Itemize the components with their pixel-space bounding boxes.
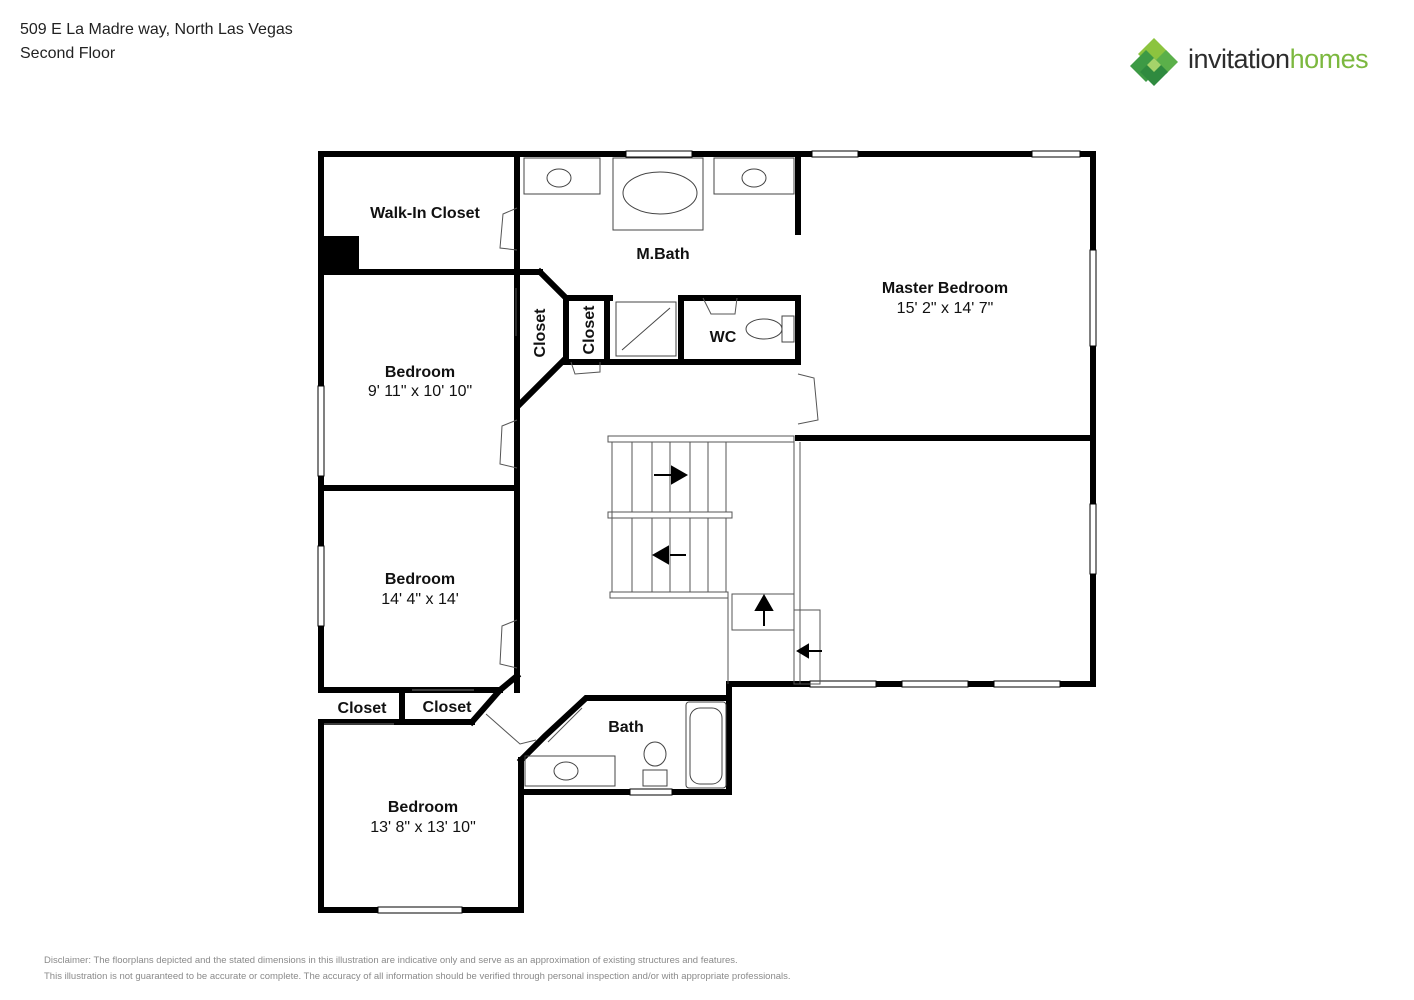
diamond-cluster-icon: [1130, 38, 1178, 86]
room-closet-4: Closet: [423, 699, 473, 716]
property-address: 509 E La Madre way, North Las Vegas: [20, 21, 293, 38]
floor-label: Second Floor: [20, 45, 116, 62]
chimney-block: [321, 236, 359, 272]
logo-wordmark: invitationhomes: [1188, 44, 1369, 75]
doors: [324, 207, 819, 745]
fixtures: [523, 157, 795, 789]
room-bedroom-1-dims: 9' 11" x 10' 10": [368, 383, 472, 400]
stair-arrows: [651, 465, 822, 659]
room-master-bedroom: Master Bedroom: [882, 280, 1008, 297]
disclaimer-line-2: This illustration is not guaranteed to b…: [44, 971, 791, 982]
walls: [318, 151, 1096, 913]
room-wc: WC: [710, 329, 737, 346]
room-bedroom-1: Bedroom: [385, 364, 455, 381]
invitation-homes-logo: invitationhomes: [1128, 36, 1388, 90]
room-m-bath: M.Bath: [636, 246, 689, 263]
room-bedroom-3: Bedroom: [388, 799, 458, 816]
room-closet-3: Closet: [338, 700, 388, 717]
staircase: [607, 435, 821, 685]
logo-word-homes: homes: [1289, 44, 1369, 74]
room-master-bedroom-dims: 15' 2" x 14' 7": [897, 300, 994, 317]
room-walk-in-closet: Walk-In Closet: [370, 205, 480, 222]
room-bedroom-2-dims: 14' 4" x 14': [381, 591, 459, 608]
room-bedroom-3-dims: 13' 8" x 13' 10": [370, 819, 476, 836]
room-closet-2: Closet: [581, 305, 598, 355]
room-closet-1: Closet: [532, 308, 549, 358]
room-bedroom-2: Bedroom: [385, 571, 455, 588]
logo-word-invitation: invitation: [1188, 44, 1290, 74]
disclaimer-line-1: Disclaimer: The floorplans depicted and …: [44, 955, 738, 966]
room-bath: Bath: [608, 719, 644, 736]
